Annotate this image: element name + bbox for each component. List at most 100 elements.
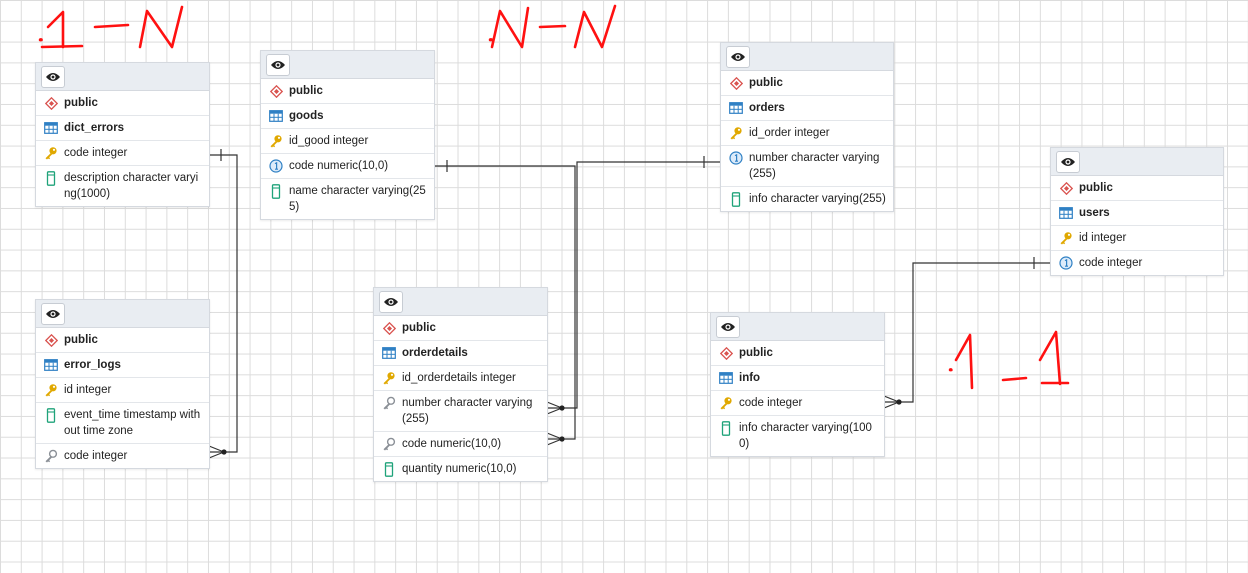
annotation-many-to-many-label: N-N bbox=[490, 39, 492, 41]
column-row: name character varying(255) bbox=[261, 179, 434, 219]
primary-key-icon bbox=[269, 133, 283, 149]
table-name-row: orders bbox=[721, 96, 893, 121]
column-row: event_time timestamp without time zone bbox=[36, 403, 209, 444]
eye-icon[interactable] bbox=[379, 291, 403, 313]
column-row: code integer bbox=[36, 444, 209, 468]
table-header[interactable] bbox=[374, 288, 547, 316]
column-list: id integer code integer bbox=[1051, 226, 1223, 275]
column-row: code numeric(10,0) bbox=[261, 154, 434, 179]
foreign-key-icon bbox=[382, 436, 396, 452]
column-row: code numeric(10,0) bbox=[374, 432, 547, 457]
schema-icon bbox=[44, 332, 58, 348]
table-name-row: users bbox=[1051, 201, 1223, 226]
column-row: number character varying(255) bbox=[374, 391, 547, 432]
unique-icon bbox=[1059, 255, 1073, 271]
column-label: quantity numeric(10,0) bbox=[402, 463, 517, 475]
table-name-row: orderdetails bbox=[374, 341, 547, 366]
column-row: description character varying(1000) bbox=[36, 166, 209, 206]
column-label: id integer bbox=[1079, 232, 1127, 244]
eye-icon[interactable] bbox=[716, 316, 740, 338]
column-row: id_order integer bbox=[721, 121, 893, 146]
schema-row: public bbox=[1051, 176, 1223, 201]
schema-row: public bbox=[721, 71, 893, 96]
column-list: id_good integer code numeric(10,0) name ch… bbox=[261, 129, 434, 219]
eye-icon[interactable] bbox=[726, 46, 750, 68]
column-label: code integer bbox=[64, 450, 128, 462]
column-row: quantity numeric(10,0) bbox=[374, 457, 547, 481]
column-row: code integer bbox=[36, 141, 209, 166]
column-row: code integer bbox=[711, 391, 884, 416]
column-row: info character varying(255) bbox=[721, 187, 893, 211]
schema-icon bbox=[719, 345, 733, 361]
table-header[interactable] bbox=[261, 51, 434, 79]
crowfoot-dot bbox=[896, 399, 902, 405]
column-label: id_orderdetails integer bbox=[402, 372, 516, 384]
eye-icon[interactable] bbox=[41, 66, 65, 88]
table-name-row: dict_errors bbox=[36, 116, 209, 141]
table-header[interactable] bbox=[36, 63, 209, 91]
primary-key-icon bbox=[729, 125, 743, 141]
column-list: code integer description character varyin… bbox=[36, 141, 209, 206]
column-label: code numeric(10,0) bbox=[289, 160, 389, 172]
table-header[interactable] bbox=[1051, 148, 1223, 176]
column-label: id_good integer bbox=[289, 135, 369, 147]
table-card-dict_errors[interactable]: public dict_errors code integer descripti… bbox=[35, 62, 210, 207]
column-label: code integer bbox=[64, 147, 128, 159]
table-header[interactable] bbox=[721, 43, 893, 71]
column-icon bbox=[269, 183, 283, 199]
column-label: id integer bbox=[64, 384, 112, 396]
schema-row: public bbox=[261, 79, 434, 104]
column-list: id_order integer number character varying… bbox=[721, 121, 893, 211]
table-icon bbox=[719, 370, 733, 386]
table-card-users[interactable]: public users id integer code integer bbox=[1050, 147, 1224, 276]
table-header[interactable] bbox=[36, 300, 209, 328]
table-card-orderdetails[interactable]: public orderdetails id_orderdetails inte… bbox=[373, 287, 548, 482]
column-icon bbox=[719, 420, 733, 436]
column-row: id_good integer bbox=[261, 129, 434, 154]
column-icon bbox=[44, 170, 58, 186]
column-row: id integer bbox=[1051, 226, 1223, 251]
table-header[interactable] bbox=[711, 313, 884, 341]
schema-row: public bbox=[36, 328, 209, 353]
table-card-orders[interactable]: public orders id_order integer number cha… bbox=[720, 42, 894, 212]
column-row: code integer bbox=[1051, 251, 1223, 275]
table-name-row: info bbox=[711, 366, 884, 391]
table-icon bbox=[382, 345, 396, 361]
column-icon bbox=[382, 461, 396, 477]
schema-row: public bbox=[374, 316, 547, 341]
primary-key-icon bbox=[44, 145, 58, 161]
column-list: id integer event_time timestamp without t… bbox=[36, 378, 209, 468]
relation-orders-orderdetails bbox=[546, 156, 720, 415]
crowfoot-dot bbox=[221, 449, 227, 455]
table-icon bbox=[269, 108, 283, 124]
annotation-one-to-one: 1-1 bbox=[949, 330, 1070, 390]
annotation-many-to-many: N-N bbox=[489, 4, 617, 49]
column-label: code integer bbox=[1079, 257, 1143, 269]
column-label: event_time timestamp without time zone bbox=[64, 409, 201, 437]
unique-icon bbox=[269, 158, 283, 174]
column-list: id_orderdetails integer number character … bbox=[374, 366, 547, 481]
column-row: number character varying(255) bbox=[721, 146, 893, 187]
annotation-one-to-one-label: 1-1 bbox=[950, 369, 952, 371]
column-label: description character varying(1000) bbox=[64, 172, 199, 200]
table-icon bbox=[729, 100, 743, 116]
eye-icon[interactable] bbox=[266, 54, 290, 76]
annotation-one-to-many: 1-N bbox=[39, 5, 184, 49]
column-row: id_orderdetails integer bbox=[374, 366, 547, 391]
relation-users-info bbox=[883, 257, 1050, 409]
schema-icon bbox=[382, 320, 396, 336]
column-label: id_order integer bbox=[749, 127, 830, 139]
column-label: number character varying(255) bbox=[749, 152, 880, 180]
column-label: number character varying(255) bbox=[402, 397, 533, 425]
primary-key-icon bbox=[44, 382, 58, 398]
eye-icon[interactable] bbox=[41, 303, 65, 325]
schema-row: public bbox=[36, 91, 209, 116]
crowfoot-dot bbox=[559, 436, 565, 442]
column-icon bbox=[729, 191, 743, 207]
column-label: name character varying(255) bbox=[289, 185, 426, 213]
crowfoot-dot bbox=[559, 405, 565, 411]
eye-icon[interactable] bbox=[1056, 151, 1080, 173]
